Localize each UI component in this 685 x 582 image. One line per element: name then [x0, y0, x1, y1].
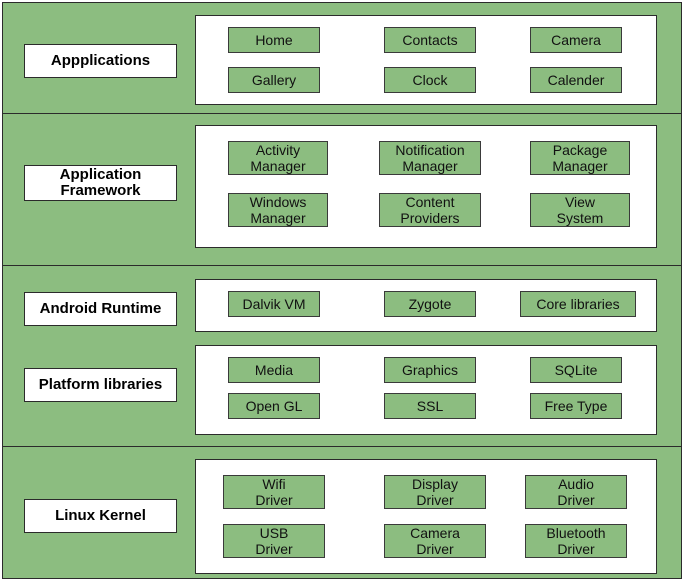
- display-driver-component: Display Driver: [384, 475, 486, 509]
- framework-layer: Application Framework Activity Manager N…: [2, 113, 682, 266]
- applications-layer: Appplications Home Contacts Camera Galle…: [2, 2, 682, 114]
- view-system-component: View System: [530, 193, 630, 227]
- windows-manager-component: Windows Manager: [228, 193, 328, 227]
- kernel-layer: Linux Kernel Wifi Driver Display Driver …: [2, 446, 682, 579]
- runtime-label: Android Runtime: [24, 292, 177, 326]
- platform-libraries-label: Platform libraries: [24, 368, 177, 402]
- bluetooth-driver-component: Bluetooth Driver: [525, 524, 627, 558]
- dalvik-vm-component: Dalvik VM: [228, 291, 320, 317]
- core-libraries-component: Core libraries: [520, 291, 636, 317]
- camera-driver-component: Camera Driver: [384, 524, 486, 558]
- framework-label: Application Framework: [24, 165, 177, 201]
- sqlite-component: SQLite: [530, 357, 622, 383]
- camera-component: Camera: [530, 27, 622, 53]
- gallery-component: Gallery: [228, 67, 320, 93]
- audio-driver-component: Audio Driver: [525, 475, 627, 509]
- usb-driver-component: USB Driver: [223, 524, 325, 558]
- home-component: Home: [228, 27, 320, 53]
- wifi-driver-component: Wifi Driver: [223, 475, 325, 509]
- calender-component: Calender: [530, 67, 622, 93]
- content-providers-component: Content Providers: [379, 193, 481, 227]
- notification-manager-component: Notification Manager: [379, 141, 481, 175]
- free-type-component: Free Type: [530, 393, 622, 419]
- kernel-label: Linux Kernel: [24, 499, 177, 533]
- contacts-component: Contacts: [384, 27, 476, 53]
- zygote-component: Zygote: [384, 291, 476, 317]
- ssl-component: SSL: [384, 393, 476, 419]
- graphics-component: Graphics: [384, 357, 476, 383]
- media-component: Media: [228, 357, 320, 383]
- open-gl-component: Open GL: [228, 393, 320, 419]
- applications-label: Appplications: [24, 44, 177, 78]
- activity-manager-component: Activity Manager: [228, 141, 328, 175]
- clock-component: Clock: [384, 67, 476, 93]
- package-manager-component: Package Manager: [530, 141, 630, 175]
- runtime-libraries-layer: Android Runtime Dalvik VM Zygote Core li…: [2, 265, 682, 447]
